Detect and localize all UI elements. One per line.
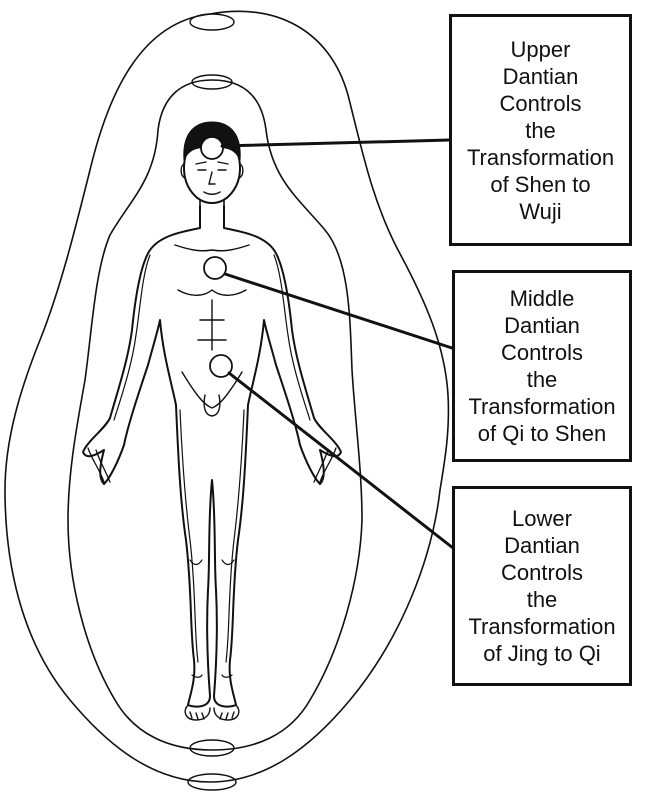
ears xyxy=(180,163,244,179)
upper-dantian-label: Upper Dantian Controls the Transformatio… xyxy=(449,14,632,246)
upper-label-line: Dantian xyxy=(502,63,579,89)
outer-aura xyxy=(4,10,450,783)
upper-label-line: the xyxy=(525,117,556,143)
middle-label-line: Controls xyxy=(501,340,583,365)
upper-label-line: of Shen to xyxy=(490,171,591,197)
genitals xyxy=(203,394,221,417)
leg-details xyxy=(189,559,235,678)
upper-label-line: Controls xyxy=(499,90,582,116)
upper-label-line: Transformation xyxy=(466,144,615,170)
middle-leader-line xyxy=(223,272,454,350)
lower-label-line: Dantian xyxy=(504,533,580,558)
upper-dantian-marker xyxy=(200,136,224,160)
lower-label-line: of Jing to Qi xyxy=(483,641,601,666)
upper-leader-line xyxy=(220,138,452,148)
middle-label-line: of Qi to Shen xyxy=(477,421,607,446)
nose xyxy=(208,171,216,185)
base-gate-inner xyxy=(189,739,235,757)
lower-label-line: the xyxy=(526,587,558,612)
neck xyxy=(199,199,225,227)
body-contour-inner xyxy=(113,254,311,663)
lower-label-line: Transformation xyxy=(468,614,616,639)
middle-label-line: Transformation xyxy=(468,394,616,419)
eyebrows xyxy=(195,161,229,165)
middle-dantian-marker xyxy=(203,256,227,280)
feet xyxy=(184,704,240,721)
middle-label-line: Dantian xyxy=(504,313,580,338)
middle-dantian-label: Middle Dantian Controls the Transformati… xyxy=(452,270,632,462)
upper-gate xyxy=(191,74,233,90)
crown-gate xyxy=(189,13,235,31)
upper-label-line: Upper xyxy=(510,36,571,62)
base-gate-outer xyxy=(187,773,237,791)
inner-aura xyxy=(67,79,363,751)
head xyxy=(180,121,244,204)
lower-label-line: Controls xyxy=(501,560,583,585)
lower-dantian-label: Lower Dantian Controls the Transformatio… xyxy=(452,486,632,686)
middle-label-line: the xyxy=(526,367,558,392)
torso-details xyxy=(174,244,250,409)
lower-label-line: Lower xyxy=(512,506,572,531)
lower-dantian-marker xyxy=(209,354,233,378)
lower-leader-line xyxy=(227,371,455,550)
hands xyxy=(87,447,337,483)
middle-label-line: Middle xyxy=(509,286,575,311)
body-outline xyxy=(82,205,342,708)
mouth xyxy=(203,191,221,195)
upper-label-line: Wuji xyxy=(519,198,562,224)
